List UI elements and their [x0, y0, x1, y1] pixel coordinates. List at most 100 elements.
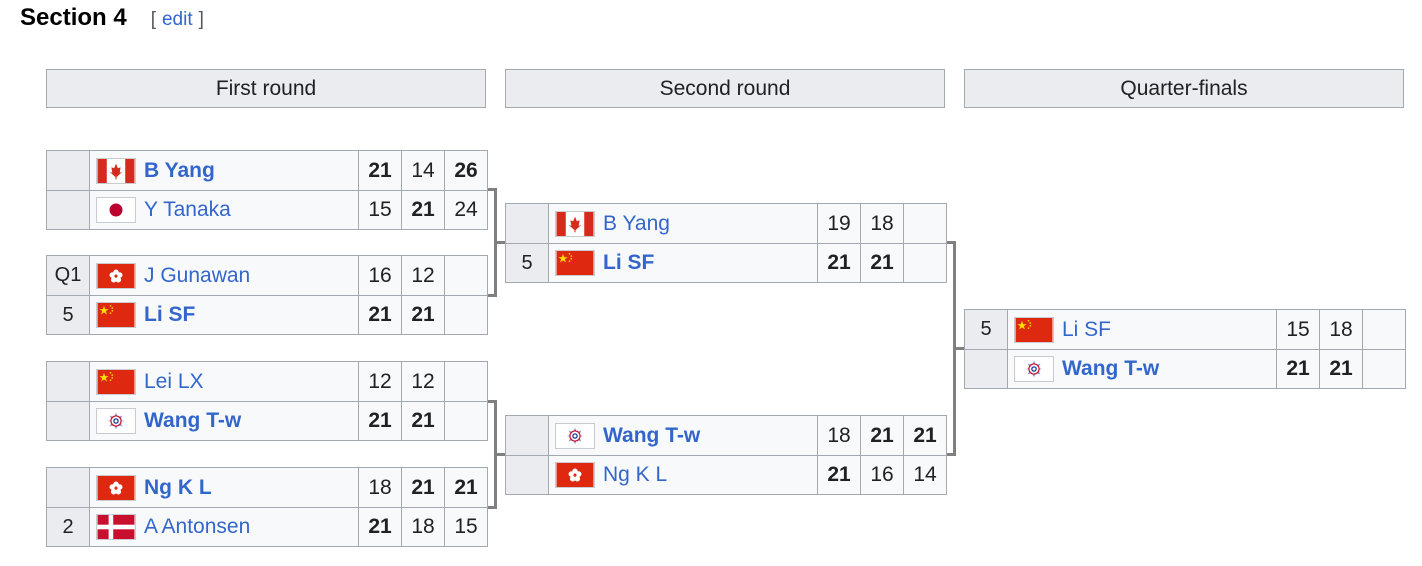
score-cell-set-3: 21	[903, 416, 946, 455]
team-cell: Wang T-w	[90, 402, 358, 440]
edit-bracket-close: ]	[198, 9, 204, 30]
hong-kong-flag-icon[interactable]	[96, 474, 136, 501]
team-cell: Li SF	[1008, 310, 1276, 349]
score-cell-set-1: 15	[1276, 310, 1319, 349]
score-cell-set-3: 14	[903, 456, 946, 494]
player-name-link[interactable]: Wang T-w	[144, 409, 242, 432]
seed-cell	[47, 468, 90, 507]
score-cell-set-2: 21	[860, 416, 903, 455]
player-name-link[interactable]: Ng K L	[144, 475, 212, 499]
score-cell-set-3: 21	[444, 468, 487, 507]
bracket-connector	[947, 241, 955, 244]
seed-cell	[965, 350, 1008, 388]
bracket-connector	[488, 506, 496, 509]
score-cell-set-1: 19	[817, 204, 860, 243]
bracket-connector	[953, 347, 964, 350]
score-cell-set-2: 16	[860, 456, 903, 494]
chinese-taipei-flag-icon[interactable]	[555, 422, 595, 449]
seed-cell	[47, 151, 90, 190]
china-flag-icon[interactable]	[96, 368, 136, 395]
canada-flag-icon[interactable]	[96, 157, 136, 184]
score-cell-set-2: 18	[401, 508, 444, 546]
edit-link[interactable]: edit	[161, 9, 193, 30]
score-cell-set-2: 21	[401, 402, 444, 440]
player-name-link[interactable]: J Gunawan	[144, 263, 251, 287]
score-cell-set-2: 21	[401, 468, 444, 507]
score-cell-set-3	[444, 362, 487, 401]
score-cell-set-1: 21	[358, 151, 401, 190]
bracket-connector	[494, 453, 505, 456]
team-cell: J Gunawan	[90, 256, 358, 295]
score-cell-set-1: 21	[1276, 350, 1319, 388]
seed-cell	[47, 362, 90, 401]
team-cell: Li SF	[549, 244, 817, 282]
score-cell-set-2: 21	[401, 191, 444, 229]
player-name-link[interactable]: Ng K L	[603, 463, 668, 486]
player-name-link[interactable]: Y Tanaka	[144, 198, 231, 221]
hong-kong-flag-icon[interactable]	[555, 462, 595, 488]
hong-kong-flag-icon[interactable]	[96, 262, 136, 289]
player-name-link[interactable]: Wang T-w	[1062, 357, 1160, 380]
team-cell: Wang T-w	[549, 416, 817, 455]
score-cell-set-1: 21	[817, 244, 860, 282]
team-cell: Ng K L	[549, 456, 817, 494]
team-cell: A Antonsen	[90, 508, 358, 546]
score-cell-set-1: 12	[358, 362, 401, 401]
player-name-link[interactable]: Li SF	[144, 303, 196, 326]
edit-section: [edit]	[151, 9, 204, 31]
bracket-connector	[488, 294, 496, 297]
japan-flag-icon[interactable]	[96, 197, 136, 223]
chinese-taipei-flag-icon[interactable]	[1014, 356, 1054, 382]
player-name-link[interactable]: Li SF	[603, 251, 655, 274]
round-header-quarter-finals: Quarter-finals	[964, 69, 1404, 108]
seed-cell: 2	[47, 508, 90, 546]
score-cell-set-2: 18	[860, 204, 903, 243]
china-flag-icon[interactable]	[555, 250, 595, 276]
seed-cell	[506, 416, 549, 455]
team-cell: B Yang	[549, 204, 817, 243]
player-name-link[interactable]: Li SF	[1062, 317, 1112, 341]
china-flag-icon[interactable]	[1014, 316, 1054, 343]
team-cell: Y Tanaka	[90, 191, 358, 229]
section-title: Section 4	[20, 4, 127, 31]
canada-flag-icon[interactable]	[555, 210, 595, 237]
score-cell-set-3	[903, 244, 946, 282]
bracket-connector	[494, 241, 505, 244]
seed-cell	[47, 402, 90, 440]
score-cell-set-3	[444, 402, 487, 440]
team-cell: B Yang	[90, 151, 358, 190]
score-cell-set-1: 18	[358, 468, 401, 507]
player-name-link[interactable]: Lei LX	[144, 369, 204, 393]
score-cell-set-2: 21	[401, 296, 444, 334]
player-name-link[interactable]: Wang T-w	[603, 423, 701, 447]
player-name-link[interactable]: A Antonsen	[144, 515, 251, 538]
score-cell-set-2: 12	[401, 362, 444, 401]
score-cell-set-2: 21	[860, 244, 903, 282]
score-cell-set-3	[903, 204, 946, 243]
score-cell-set-1: 18	[817, 416, 860, 455]
chinese-taipei-flag-icon[interactable]	[96, 408, 136, 434]
player-name-link[interactable]: B Yang	[144, 158, 215, 182]
score-cell-set-3: 15	[444, 508, 487, 546]
denmark-flag-icon[interactable]	[96, 514, 136, 540]
score-cell-set-1: 16	[358, 256, 401, 295]
player-name-link[interactable]: B Yang	[603, 211, 670, 235]
china-flag-icon[interactable]	[96, 302, 136, 328]
edit-bracket-open: [	[150, 9, 156, 30]
team-cell: Li SF	[90, 296, 358, 334]
score-cell-set-2: 21	[1319, 350, 1362, 388]
score-cell-set-1: 21	[358, 508, 401, 546]
